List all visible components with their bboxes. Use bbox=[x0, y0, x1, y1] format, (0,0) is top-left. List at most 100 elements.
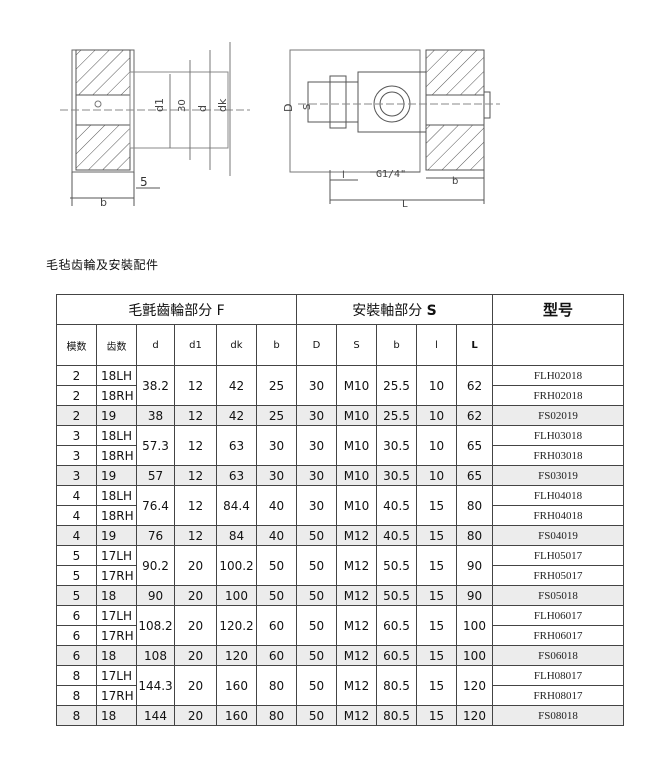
dim-label-thread: G1/4" bbox=[376, 169, 406, 180]
value-cell-D: 50 bbox=[296, 545, 337, 586]
value-cell-sb: 25.5 bbox=[376, 365, 417, 406]
dim-label-30: 30 bbox=[177, 99, 188, 112]
value-cell-d1: 20 bbox=[174, 705, 217, 726]
value-cell-b: 50 bbox=[256, 545, 297, 586]
module-cell: 2 bbox=[56, 405, 97, 426]
teeth-cell: 19 bbox=[96, 465, 137, 486]
value-cell-sb: 60.5 bbox=[376, 645, 417, 666]
value-cell-L: 90 bbox=[456, 545, 493, 586]
teeth-cell: 17LH bbox=[96, 545, 137, 566]
value-cell-l: 10 bbox=[416, 405, 457, 426]
col-header-S: S bbox=[336, 324, 377, 366]
value-cell-L: 90 bbox=[456, 585, 493, 606]
value-cell-b: 60 bbox=[256, 605, 297, 646]
model-cell: FLH06017 bbox=[492, 605, 624, 626]
teeth-cell: 18LH bbox=[96, 485, 137, 506]
value-cell-D: 50 bbox=[296, 585, 337, 606]
value-cell-S: M10 bbox=[336, 485, 377, 526]
model-cell: FS06018 bbox=[492, 645, 624, 666]
model-cell: FRH08017 bbox=[492, 685, 624, 706]
dim-label-D: D bbox=[282, 104, 295, 112]
module-cell: 4 bbox=[56, 485, 97, 506]
value-cell-dk: 42 bbox=[216, 365, 257, 406]
teeth-cell: 17RH bbox=[96, 685, 137, 706]
value-cell-sb: 80.5 bbox=[376, 665, 417, 706]
model-cell: FRH06017 bbox=[492, 625, 624, 646]
value-cell-l: 10 bbox=[416, 365, 457, 406]
col-header-teeth: 齿数 bbox=[96, 324, 137, 366]
module-cell: 3 bbox=[56, 425, 97, 446]
value-cell-S: M10 bbox=[336, 365, 377, 406]
model-cell: FLH05017 bbox=[492, 545, 624, 566]
value-cell-d: 38.2 bbox=[136, 365, 175, 406]
teeth-cell: 18RH bbox=[96, 445, 137, 466]
value-cell-sb: 50.5 bbox=[376, 545, 417, 586]
value-cell-d: 57 bbox=[136, 465, 175, 486]
group-shaft-letter: S bbox=[426, 302, 437, 319]
value-cell-d: 38 bbox=[136, 405, 175, 426]
value-cell-d: 144 bbox=[136, 705, 175, 726]
module-cell: 2 bbox=[56, 365, 97, 386]
value-cell-S: M10 bbox=[336, 425, 377, 466]
value-cell-dk: 84 bbox=[216, 525, 257, 546]
module-cell: 5 bbox=[56, 565, 97, 586]
model-cell: FRH03018 bbox=[492, 445, 624, 466]
value-cell-D: 30 bbox=[296, 465, 337, 486]
value-cell-d1: 12 bbox=[174, 465, 217, 486]
value-cell-d: 108 bbox=[136, 645, 175, 666]
value-cell-d: 144.3 bbox=[136, 665, 175, 706]
value-cell-L: 120 bbox=[456, 705, 493, 726]
value-cell-sb: 25.5 bbox=[376, 405, 417, 426]
value-cell-dk: 100 bbox=[216, 585, 257, 606]
value-cell-l: 15 bbox=[416, 525, 457, 546]
model-cell: FRH05017 bbox=[492, 565, 624, 586]
value-cell-b: 40 bbox=[256, 525, 297, 546]
section-title: 毛毡齿輪及安裝配件 bbox=[46, 258, 159, 272]
value-cell-b: 25 bbox=[256, 365, 297, 406]
value-cell-L: 100 bbox=[456, 645, 493, 666]
col-header-L: L bbox=[456, 324, 493, 366]
value-cell-sb: 50.5 bbox=[376, 585, 417, 606]
value-cell-l: 15 bbox=[416, 665, 457, 706]
model-cell: FLH03018 bbox=[492, 425, 624, 446]
value-cell-l: 15 bbox=[416, 645, 457, 666]
value-cell-D: 50 bbox=[296, 705, 337, 726]
value-cell-l: 10 bbox=[416, 425, 457, 466]
model-cell: FS04019 bbox=[492, 525, 624, 546]
value-cell-S: M12 bbox=[336, 605, 377, 646]
value-cell-D: 30 bbox=[296, 405, 337, 426]
dim-label-b-left: b bbox=[100, 196, 107, 209]
value-cell-b: 30 bbox=[256, 425, 297, 466]
col-header-d1: d1 bbox=[174, 324, 217, 366]
value-cell-d1: 20 bbox=[174, 605, 217, 646]
value-cell-d: 90.2 bbox=[136, 545, 175, 586]
value-cell-dk: 63 bbox=[216, 425, 257, 466]
value-cell-dk: 160 bbox=[216, 665, 257, 706]
teeth-cell: 18LH bbox=[96, 365, 137, 386]
value-cell-l: 10 bbox=[416, 465, 457, 486]
value-cell-l: 15 bbox=[416, 545, 457, 586]
module-cell: 3 bbox=[56, 445, 97, 466]
value-cell-dk: 120 bbox=[216, 645, 257, 666]
module-cell: 5 bbox=[56, 585, 97, 606]
value-cell-l: 15 bbox=[416, 485, 457, 526]
dim-label-dk: dk bbox=[216, 98, 229, 112]
shaft-assembly-view bbox=[289, 49, 500, 204]
value-cell-S: M12 bbox=[336, 525, 377, 546]
value-cell-S: M12 bbox=[336, 665, 377, 706]
module-cell: 8 bbox=[56, 705, 97, 726]
value-cell-dk: 120.2 bbox=[216, 605, 257, 646]
value-cell-b: 80 bbox=[256, 705, 297, 726]
value-cell-dk: 42 bbox=[216, 405, 257, 426]
value-cell-L: 62 bbox=[456, 365, 493, 406]
col-header-dk: dk bbox=[216, 324, 257, 366]
model-cell: FLH04018 bbox=[492, 485, 624, 506]
col-header-D: D bbox=[296, 324, 337, 366]
